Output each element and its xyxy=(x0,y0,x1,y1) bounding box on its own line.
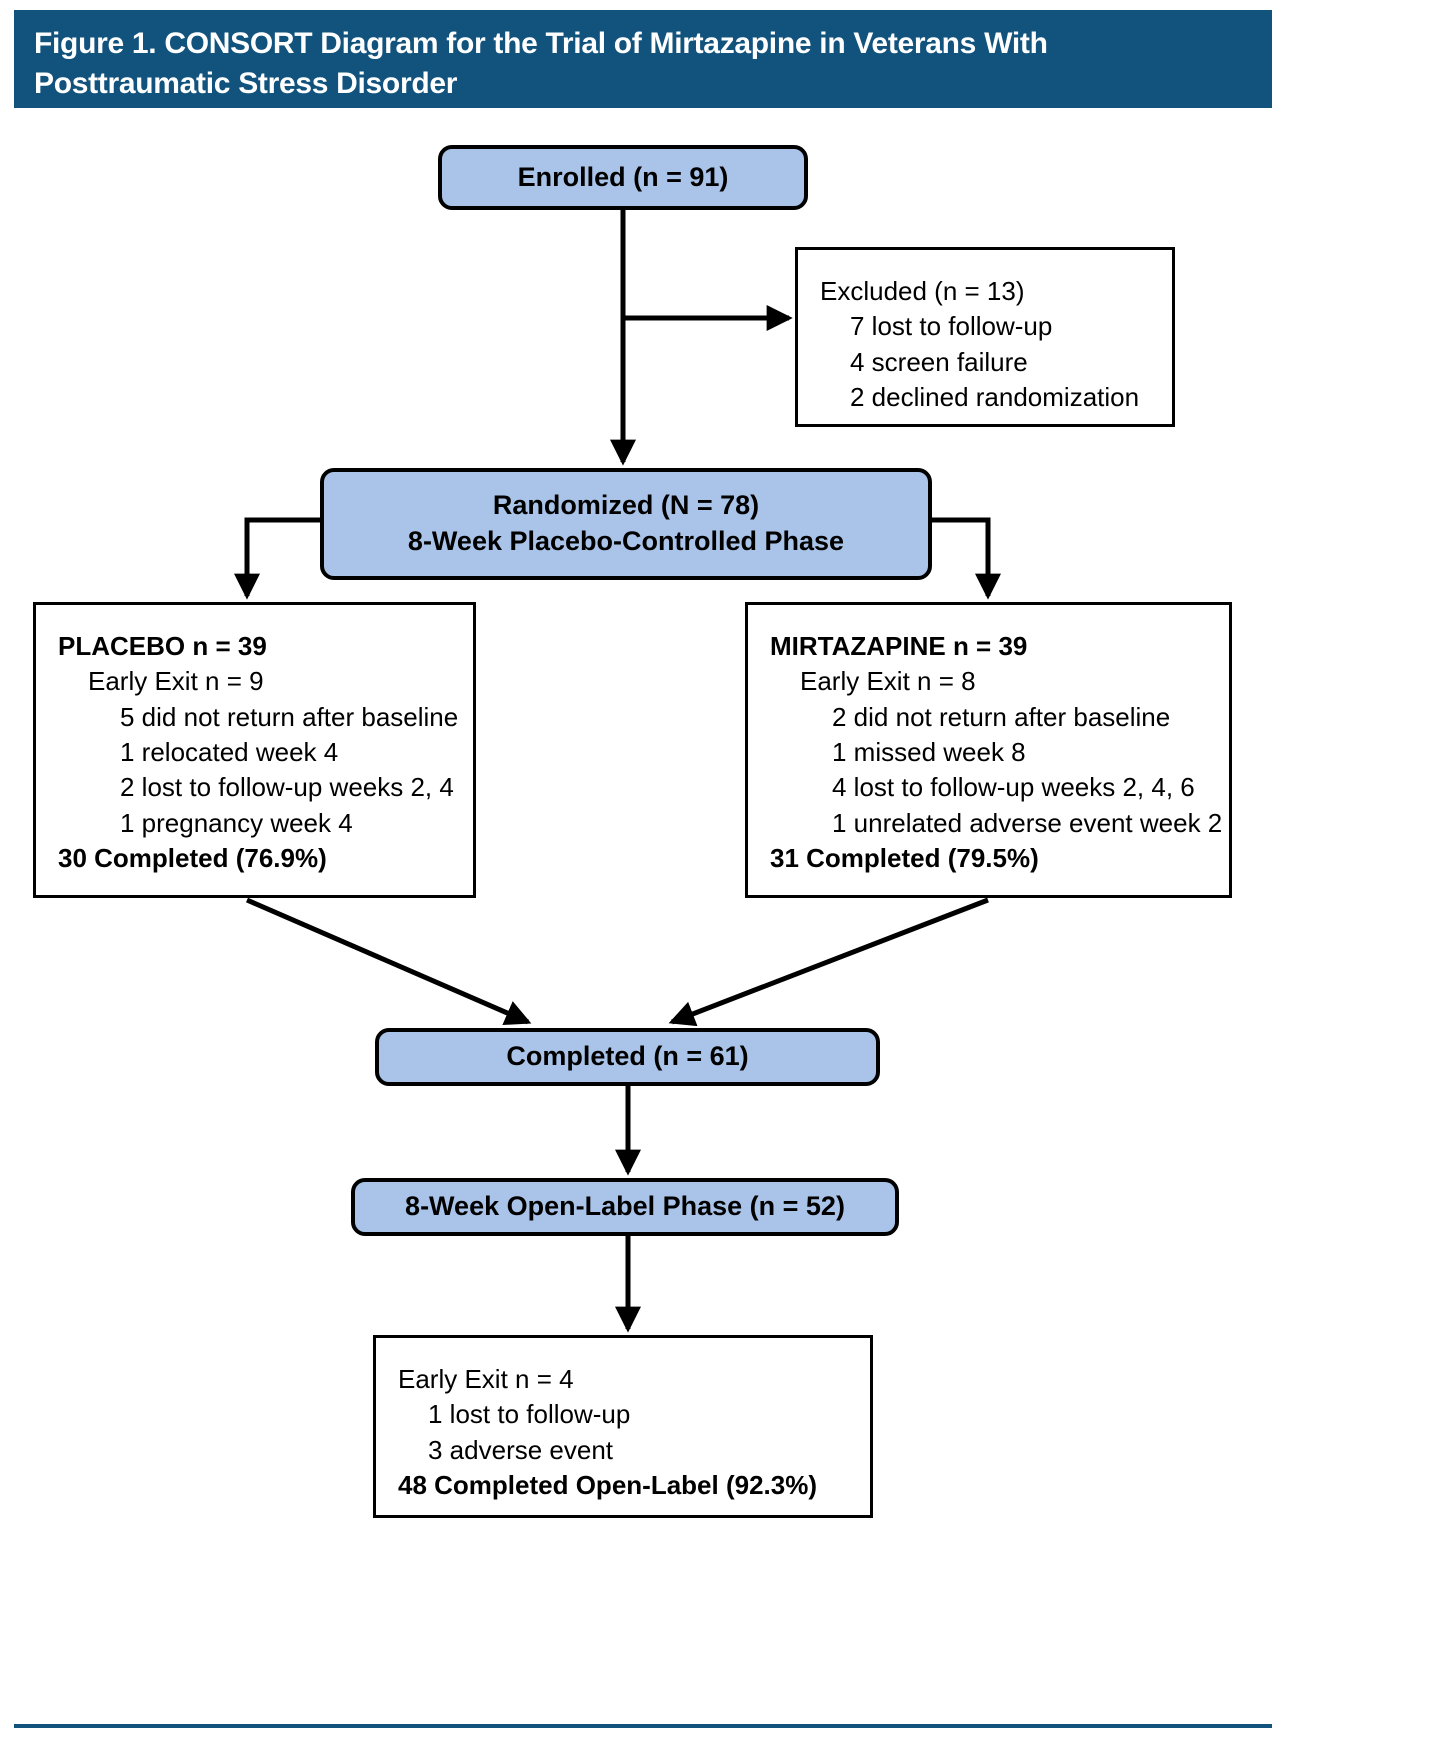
edge-randomized-to-mirtazapine xyxy=(932,517,1001,600)
finalexit-heading: Early Exit n = 4 xyxy=(398,1364,574,1394)
mirtazapine-reason-lost-to-followup: 4 lost to follow-up weeks 2, 4, 6 xyxy=(832,772,1195,803)
excluded-reason-screen-failure: 4 screen failure xyxy=(850,346,1028,377)
figure-title-line-2: Posttraumatic Stress Disorder xyxy=(34,66,458,100)
edge-mirtazapine-to-completed xyxy=(668,897,989,1027)
node-completed[interactable]: Completed (n = 61) xyxy=(375,1028,880,1086)
node-enrolled[interactable]: Enrolled (n = 91) xyxy=(438,145,808,210)
placebo-reason-no-return: 5 did not return after baseline xyxy=(120,701,459,732)
placebo-heading: PLACEBO n = 39 xyxy=(58,631,267,661)
node-randomized-phase: 8-Week Placebo-Controlled Phase xyxy=(407,526,845,556)
node-mirtazapine-arm[interactable]: MIRTAZAPINE n = 39 Early Exit n = 8 2 di… xyxy=(745,602,1232,898)
placebo-reason-relocated: 1 relocated week 4 xyxy=(120,737,339,768)
figure-title: Figure 1. CONSORT Diagram for the Trial … xyxy=(34,24,1252,103)
node-enrolled-label: Enrolled (n = 91) xyxy=(517,161,729,192)
finalexit-reason-lost-to-followup: 1 lost to follow-up xyxy=(428,1399,631,1430)
node-randomized-label: Randomized (N = 78) xyxy=(492,490,760,521)
bottom-rule-divider xyxy=(14,1724,1272,1728)
mirtazapine-reason-adverse-event: 1 unrelated adverse event week 2 xyxy=(832,807,1223,838)
mirtazapine-completed: 31 Completed (79.5%) xyxy=(770,843,1039,874)
excluded-reason-lost-to-followup: 7 lost to follow-up xyxy=(850,311,1053,342)
node-completed-label: Completed (n = 61) xyxy=(506,1041,749,1072)
node-randomized[interactable]: Randomized (N = 78) 8-Week Placebo-Contr… xyxy=(320,468,932,580)
node-open-label-phase-label: 8-Week Open-Label Phase (n = 52) xyxy=(405,1191,845,1222)
placebo-reason-lost-to-followup: 2 lost to follow-up weeks 2, 4 xyxy=(120,772,454,803)
mirtazapine-reason-no-return: 2 did not return after baseline xyxy=(832,701,1171,732)
placebo-reason-pregnancy: 1 pregnancy week 4 xyxy=(120,807,353,838)
mirtazapine-reason-missed-week8: 1 missed week 8 xyxy=(832,737,1026,768)
edge-placebo-to-completed xyxy=(246,897,532,1026)
placebo-completed: 30 Completed (76.9%) xyxy=(58,843,327,874)
excluded-heading: Excluded (n = 13) xyxy=(820,276,1025,306)
figure-header-banner: Figure 1. CONSORT Diagram for the Trial … xyxy=(14,10,1272,108)
node-open-label-early-exit[interactable]: Early Exit n = 4 1 lost to follow-up 3 a… xyxy=(373,1335,873,1518)
edge-randomized-to-placebo xyxy=(234,517,320,600)
figure-title-line-1: Figure 1. CONSORT Diagram for the Trial … xyxy=(34,27,1048,60)
excluded-reason-declined-randomization: 2 declined randomization xyxy=(850,382,1140,413)
finalexit-completed-open-label: 48 Completed Open-Label (92.3%) xyxy=(398,1470,817,1501)
mirtazapine-heading: MIRTAZAPINE n = 39 xyxy=(770,631,1028,661)
placebo-early-exit: Early Exit n = 9 xyxy=(88,666,264,697)
node-excluded[interactable]: Excluded (n = 13) 7 lost to follow-up 4 … xyxy=(795,247,1175,427)
finalexit-reason-adverse-event: 3 adverse event xyxy=(428,1434,614,1465)
mirtazapine-early-exit: Early Exit n = 8 xyxy=(800,666,976,697)
node-open-label-phase[interactable]: 8-Week Open-Label Phase (n = 52) xyxy=(351,1178,899,1236)
node-placebo-arm[interactable]: PLACEBO n = 39 Early Exit n = 9 5 did no… xyxy=(33,602,476,898)
